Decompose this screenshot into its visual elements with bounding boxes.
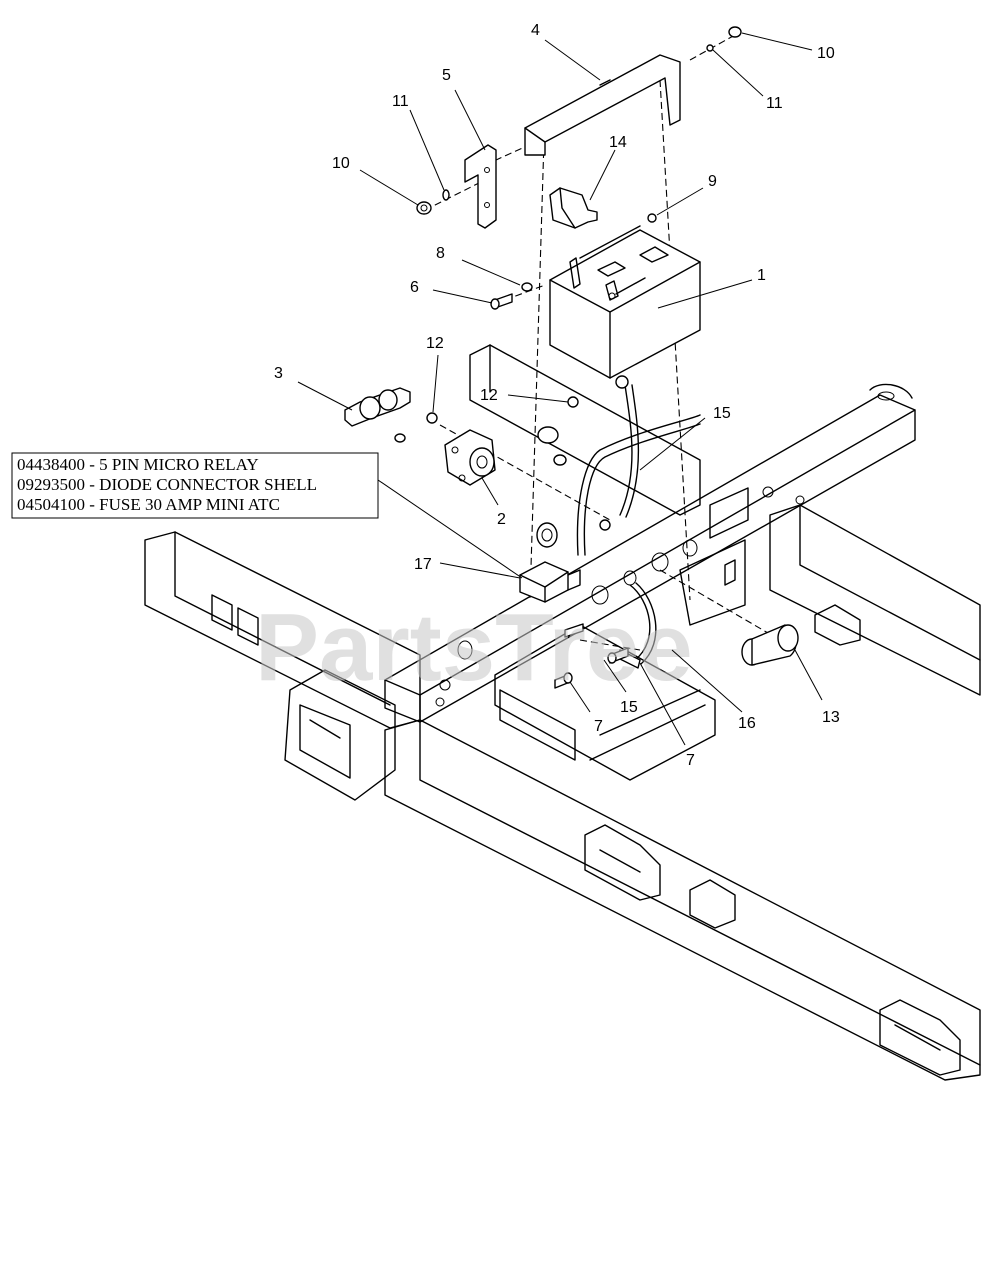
callout-labels: 4 5 11 10 10 11 14 9 8 6 1 12 3 12 15 2 … (274, 22, 840, 769)
part-bolt (564, 623, 584, 638)
callout-11: 11 (766, 95, 783, 112)
callout-10: 10 (332, 155, 350, 172)
callout-7: 7 (686, 752, 695, 769)
callout-17: 17 (414, 556, 432, 573)
callout-6: 6 (410, 279, 419, 296)
part-nut (728, 26, 742, 38)
callout-5: 5 (442, 67, 451, 84)
part-bracket (464, 144, 497, 229)
watermark: PartsTree (255, 594, 693, 701)
frame-tab (689, 879, 736, 929)
callout-12: 12 (480, 387, 498, 404)
part-note-box: 04438400 - 5 PIN MICRO RELAY 09293500 - … (11, 452, 379, 519)
leader-lines (297, 32, 823, 746)
part-terminal-boot (549, 187, 598, 229)
part-bolt (490, 293, 513, 310)
part-nut (416, 201, 432, 215)
frame-tab (584, 824, 661, 901)
part-solenoid (444, 429, 496, 486)
part-grommet (536, 522, 558, 548)
callout-14: 14 (609, 134, 627, 151)
part-washer (706, 44, 714, 52)
frame-tab (879, 999, 961, 1076)
callout-12: 12 (426, 335, 444, 352)
callout-1: 1 (757, 267, 766, 284)
callout-7: 7 (594, 718, 603, 735)
note-line-diode: 09293500 - DIODE CONNECTOR SHELL (17, 475, 317, 494)
part-ground-cable (617, 582, 657, 669)
part-washer (521, 282, 533, 292)
part-bolt (567, 396, 579, 408)
callout-10: 10 (817, 45, 835, 62)
callout-8: 8 (436, 245, 445, 262)
callout-9: 9 (708, 173, 717, 190)
callout-4: 4 (531, 22, 540, 39)
callout-15: 15 (620, 699, 638, 716)
callout-13: 13 (822, 709, 840, 726)
callout-15: 15 (713, 405, 731, 422)
part-fuse-holder (344, 387, 411, 427)
callout-16: 16 (738, 715, 756, 732)
note-line-relay: 04438400 - 5 PIN MICRO RELAY (17, 455, 259, 474)
part-bushing (741, 624, 799, 666)
callout-11: 11 (392, 93, 409, 110)
part-hold-down-bar (524, 54, 681, 156)
callout-3: 3 (274, 365, 283, 382)
frame-assembly (144, 344, 981, 1081)
note-line-fuse: 04504100 - FUSE 30 AMP MINI ATC (17, 495, 280, 514)
part-relay-connector (519, 561, 581, 603)
part-bolt (426, 412, 438, 424)
part-bolt (607, 647, 629, 664)
callout-2: 2 (497, 511, 506, 528)
frame-tab (814, 604, 861, 646)
part-bolt (599, 519, 611, 531)
part-battery-cable (537, 375, 701, 556)
part-washer (647, 213, 657, 223)
part-battery (549, 225, 701, 379)
part-washer (442, 189, 450, 201)
part-nut (394, 433, 406, 443)
